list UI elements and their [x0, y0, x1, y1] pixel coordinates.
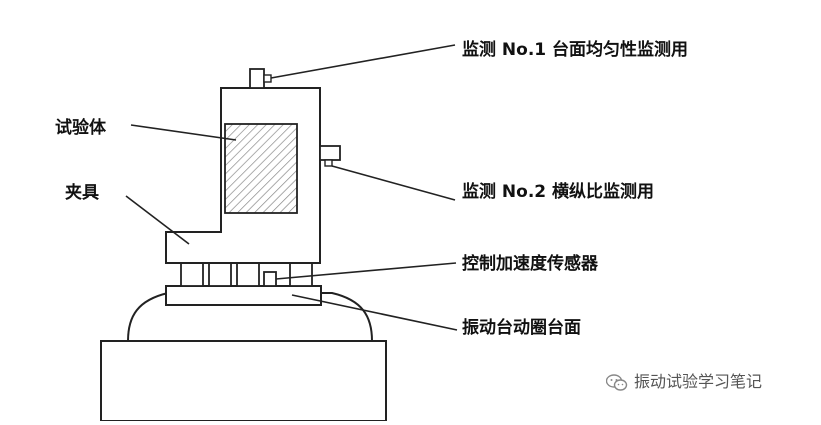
label-control-sensor: 控制加速度传感器 [462, 254, 598, 274]
leader-specimen [130, 124, 237, 141]
leader-monitor2 [331, 165, 456, 201]
label-monitor2: 监测 No.2 横纵比监测用 [462, 182, 655, 202]
leader-monitor1 [270, 44, 456, 79]
specimen [224, 123, 298, 214]
control-accelerometer [263, 271, 277, 287]
mount-foot [289, 262, 313, 287]
mount-foot [208, 262, 232, 287]
leader-control-sensor [275, 262, 457, 280]
shaker-body [100, 340, 387, 422]
wechat-icon [606, 374, 628, 391]
monitor1-accelerometer [249, 68, 265, 89]
monitor2-connector [324, 159, 333, 167]
mount-foot [236, 262, 260, 287]
leader-armature [291, 294, 458, 331]
watermark-text: 振动试验学习笔记 [634, 372, 763, 391]
mount-foot [180, 262, 204, 287]
monitor2-accelerometer [319, 145, 341, 161]
watermark: 振动试验学习笔记 [606, 372, 811, 394]
label-monitor1: 监测 No.1 台面均匀性监测用 [462, 40, 689, 60]
label-fixture: 夹具 [65, 183, 99, 203]
leader-fixture [125, 195, 190, 245]
label-specimen: 试验体 [55, 118, 106, 138]
monitor1-connector [263, 74, 272, 83]
label-armature-table: 振动台动圈台面 [462, 318, 581, 338]
